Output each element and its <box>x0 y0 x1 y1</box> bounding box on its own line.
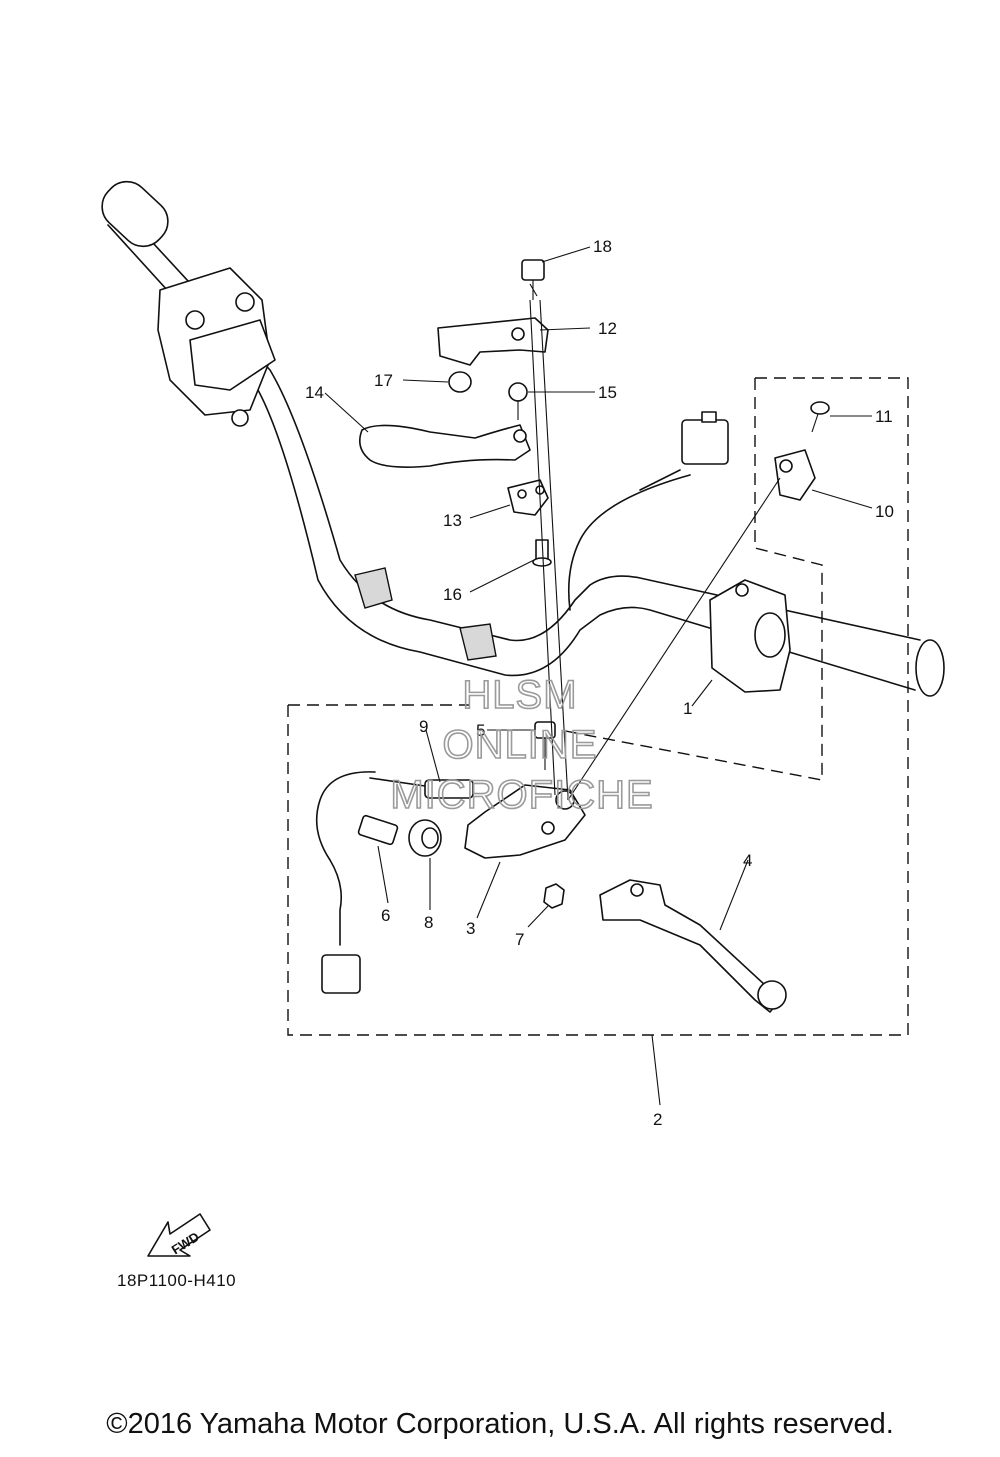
parts-diagram: 18 12 17 15 14 11 10 13 16 1 9 5 4 6 8 3… <box>101 180 945 1290</box>
callout-1: 1 <box>683 699 692 718</box>
bolt-18 <box>521 259 545 300</box>
screw-11 <box>810 401 830 433</box>
watermark: HLSM ONLINE MICROFICHE <box>390 672 654 818</box>
callout-14: 14 <box>305 383 324 402</box>
diagram-reference: 18P1100-H410 <box>117 1271 236 1290</box>
switch-connector <box>567 411 729 611</box>
cable-switch-9 <box>315 771 474 994</box>
watermark-line1: HLSM <box>462 673 577 717</box>
callout-2: 2 <box>653 1110 662 1129</box>
copyright-notice: ©2016 Yamaha Motor Corporation, U.S.A. A… <box>106 1408 894 1440</box>
hot-start-lever-14 <box>359 424 531 468</box>
handlebar <box>101 180 945 697</box>
clamp-10 <box>774 449 816 501</box>
callout-10: 10 <box>875 502 894 521</box>
screw-16 <box>532 539 552 567</box>
bolt-15 <box>508 382 528 420</box>
holder-13 <box>507 479 549 516</box>
callout-16: 16 <box>443 585 462 604</box>
callout-6: 6 <box>381 906 390 925</box>
assembly-box-2 <box>287 700 909 1036</box>
callout-3: 3 <box>466 919 475 938</box>
bracket-12 <box>437 317 549 366</box>
callout-8: 8 <box>424 913 433 932</box>
callout-4: 4 <box>743 851 752 870</box>
switch-1 <box>709 579 791 693</box>
callout-11: 11 <box>875 407 893 426</box>
nut-7 <box>543 883 565 909</box>
lever-bracket-3 <box>464 784 586 859</box>
callout-17: 17 <box>374 371 393 390</box>
callout-13: 13 <box>443 511 462 530</box>
knob-17 <box>448 371 472 393</box>
callout-18: 18 <box>593 237 612 256</box>
callout-7: 7 <box>515 930 524 949</box>
assembly-box-1 <box>559 377 909 781</box>
callout-9: 9 <box>419 717 428 736</box>
callout-5: 5 <box>476 721 485 740</box>
callout-15: 15 <box>598 383 617 402</box>
leader-lines <box>324 246 873 1106</box>
callout-12: 12 <box>598 319 617 338</box>
lever-4 <box>599 879 787 1013</box>
watermark-line3: MICROFICHE <box>390 773 653 817</box>
fwd-arrow-icon: FWD <box>147 1213 211 1257</box>
adjuster-6 <box>357 814 399 846</box>
locknut-8 <box>408 819 442 857</box>
watermark-line2: ONLINE <box>443 723 598 767</box>
callout-labels: 18 12 17 15 14 11 10 13 16 1 9 5 4 6 8 3… <box>305 237 894 1129</box>
brake-master-cylinder <box>157 267 276 427</box>
